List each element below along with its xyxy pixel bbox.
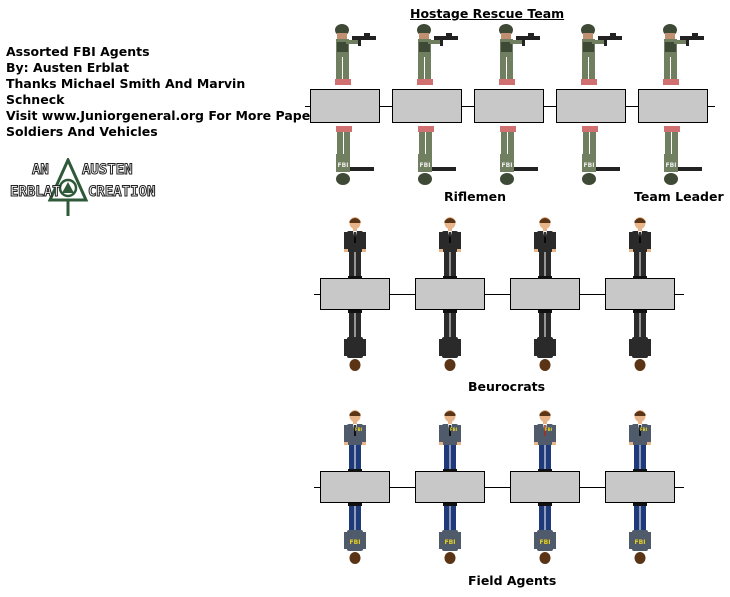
logo-word-austen: AUSTEN (82, 162, 133, 178)
credits-line: Assorted FBI Agents (6, 44, 150, 59)
credits-block: Assorted FBI Agents By: Austen Erblat Th… (6, 44, 316, 140)
credits-line: Thanks Michael Smith And Marvin (6, 76, 246, 91)
beurocrat-figure-back (534, 310, 556, 371)
logo-word-erblat: ERBLAT (10, 184, 61, 200)
field-agent-figure-front: FBI (629, 410, 651, 472)
field-agent-figure-back: FBI (344, 503, 366, 564)
svg-text:FBI: FBI (450, 427, 458, 432)
label-field-agents: Field Agents (468, 573, 557, 588)
logo-emblem-icon (47, 158, 89, 216)
logo-word-an: AN (32, 162, 49, 178)
figure-base (556, 89, 626, 123)
label-team-leader: Team Leader (634, 189, 724, 204)
austen-erblat-creation-logo: AN AUSTEN ERBLAT CREATION (10, 158, 156, 216)
hrt-figure-front (581, 24, 622, 85)
hrt-figure-back: FBI (500, 126, 538, 185)
field-agent-figure-back: FBI (439, 503, 461, 564)
beurocrat-figure-front (344, 217, 366, 279)
figure-base (392, 89, 462, 123)
field-agent-figure-front: FBI (439, 410, 461, 472)
hrt-figure-front (417, 24, 458, 85)
figure-base (638, 89, 708, 123)
figure-base (605, 278, 675, 310)
svg-text:FBI: FBI (540, 539, 551, 546)
svg-text:FBI: FBI (502, 162, 513, 169)
svg-text:FBI: FBI (445, 539, 456, 546)
svg-text:FBI: FBI (420, 162, 431, 169)
figure-base (320, 278, 390, 310)
label-riflemen: Riflemen (444, 189, 507, 204)
beurocrat-figure-front (629, 217, 651, 279)
credits-line: Soldiers And Vehicles (6, 124, 158, 139)
label-beurocrats: Beurocrats (468, 379, 546, 394)
svg-text:FBI: FBI (584, 162, 595, 169)
beurocrat-figure-back (344, 310, 366, 371)
figure-base (320, 471, 390, 503)
beurocrat-figure-back (629, 310, 651, 371)
hrt-figure-back: FBI (418, 126, 456, 185)
figure-base (605, 471, 675, 503)
hrt-figure-back: FBI (336, 126, 374, 185)
logo-word-creation: CREATION (88, 184, 155, 200)
svg-text:FBI: FBI (640, 427, 648, 432)
field-agent-figure-front: FBI (344, 410, 366, 472)
field-agent-figure-front: FBI (534, 410, 556, 472)
figure-base (510, 471, 580, 503)
hrt-figure-front (499, 24, 540, 85)
beurocrat-figure-back (439, 310, 461, 371)
svg-text:FBI: FBI (355, 427, 363, 432)
svg-text:FBI: FBI (635, 539, 646, 546)
figure-base (510, 278, 580, 310)
field-agent-figure-back: FBI (534, 503, 556, 564)
credits-line: Schneck (6, 92, 65, 107)
figure-base (474, 89, 544, 123)
field-agent-figure-back: FBI (629, 503, 651, 564)
svg-text:FBI: FBI (350, 539, 361, 546)
figure-base (415, 278, 485, 310)
beurocrat-figure-front (439, 217, 461, 279)
page-title: Hostage Rescue Team (410, 6, 565, 21)
svg-text:FBI: FBI (545, 427, 553, 432)
hrt-figure-back: FBI (664, 126, 702, 185)
beurocrat-figure-front (534, 217, 556, 279)
credits-line: By: Austen Erblat (6, 60, 130, 75)
hrt-figure-front (663, 24, 704, 85)
row3-fold-line (314, 487, 684, 488)
row2-fold-line (314, 294, 684, 295)
svg-text:FBI: FBI (338, 162, 349, 169)
figure-base (310, 89, 380, 123)
credits-line: Visit www.Juniorgeneral.org For More Pap… (6, 108, 317, 123)
figure-base (415, 471, 485, 503)
hrt-figure-front (335, 24, 376, 85)
svg-text:FBI: FBI (666, 162, 677, 169)
hrt-figure-back: FBI (582, 126, 620, 185)
